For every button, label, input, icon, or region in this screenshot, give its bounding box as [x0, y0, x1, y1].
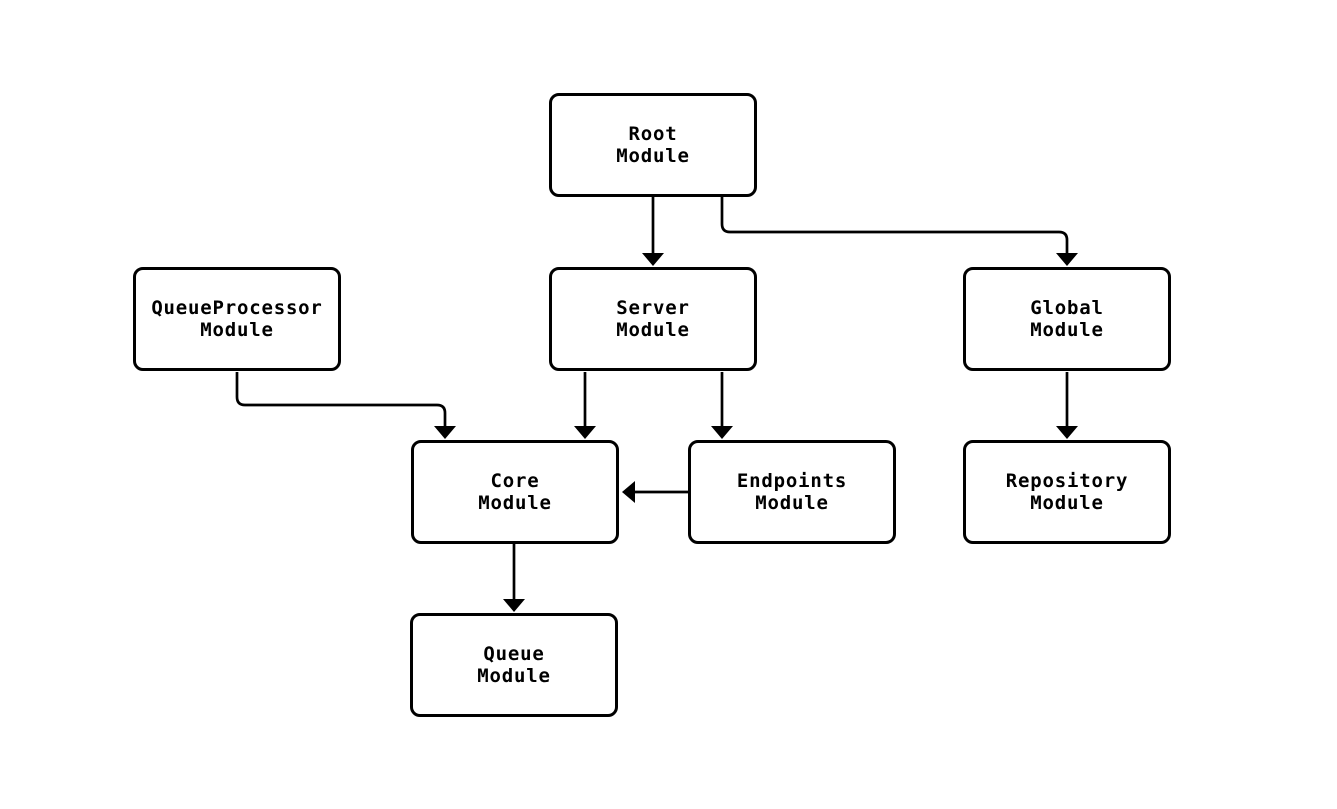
- node-repository-module-label: Repository Module: [1005, 470, 1129, 514]
- edge-root-module-to-global-module: [720, 197, 1078, 266]
- node-queue-module: Queue Module: [410, 613, 618, 717]
- node-core-module: Core Module: [411, 440, 619, 544]
- node-endpoints-module: Endpoints Module: [688, 440, 896, 544]
- node-global-module: Global Module: [963, 267, 1171, 371]
- node-repository-module: Repository Module: [963, 440, 1171, 544]
- node-queueprocessor-module: QueueProcessor Module: [133, 267, 341, 371]
- edge-queueprocessor-module-to-core-module: [235, 372, 456, 439]
- node-root-module: Root Module: [549, 93, 757, 197]
- node-endpoints-module-label: Endpoints Module: [736, 470, 848, 514]
- node-global-module-label: Global Module: [1030, 297, 1104, 341]
- node-core-module-label: Core Module: [478, 470, 552, 514]
- node-root-module-label: Root Module: [616, 123, 690, 167]
- node-server-module-label: Server Module: [616, 297, 690, 341]
- node-queueprocessor-module-label: QueueProcessor Module: [151, 297, 323, 341]
- node-queue-module-label: Queue Module: [477, 643, 551, 687]
- node-server-module: Server Module: [549, 267, 757, 371]
